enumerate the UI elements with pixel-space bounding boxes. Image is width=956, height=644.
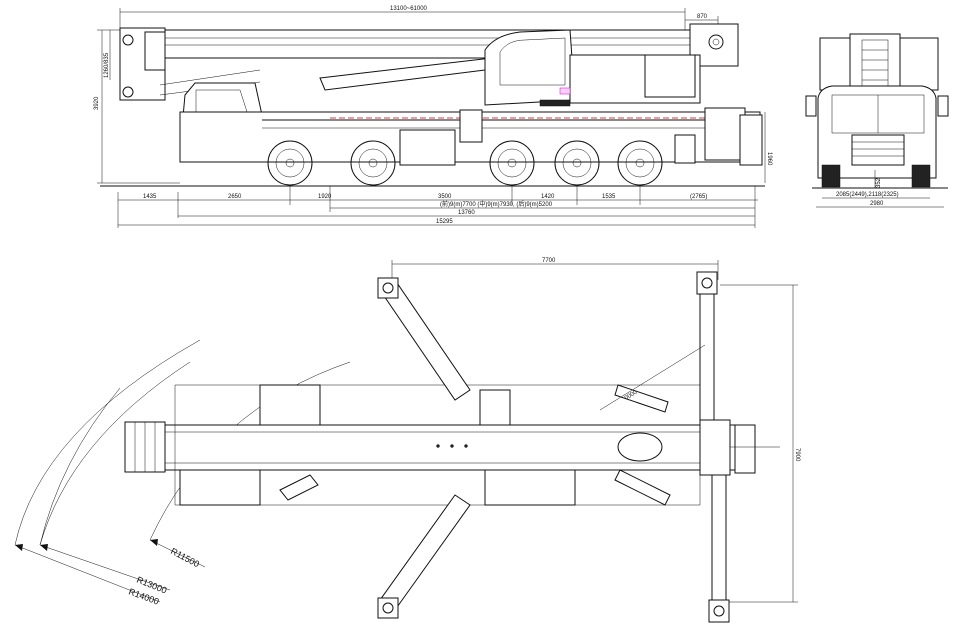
- dim-height-1260: 1260/835: [104, 52, 110, 78]
- front-view: 352 2085(2449),2118(2325) 2980: [805, 33, 949, 208]
- dim-13760: 13760: [458, 210, 475, 216]
- dim-3500: 3500: [438, 194, 452, 200]
- dim-height-1960: 1960: [766, 152, 772, 166]
- top-view: 7700 7900 R11500 R13000 R14000: [14, 258, 800, 623]
- dim-track-width: 2085(2449),2118(2325): [836, 192, 899, 198]
- dim-outrigger-span: 7700: [542, 258, 556, 264]
- dim-tip-870: 870: [697, 14, 708, 20]
- dim-1535: 1535: [602, 194, 616, 200]
- dim-height-3920: 3920: [94, 96, 100, 110]
- side-wheels: [267, 140, 663, 186]
- side-view: 13100~61000 870 3920 1260/835 1960: [94, 6, 772, 228]
- dim-2980: 2980: [870, 201, 884, 207]
- dim-1420: 1420: [541, 194, 555, 200]
- radius-r11500: R11500: [169, 546, 201, 569]
- dim-outrigger-width: 7900: [794, 448, 800, 462]
- dim-1435: 1435: [143, 194, 157, 200]
- dim-352: 352: [876, 177, 882, 188]
- dim-turning-note: (前)9(m)7700 (中)9(m)7930, (后)9(m)5200: [440, 200, 553, 208]
- dim-2650: 2650: [228, 194, 242, 200]
- dim-boom-length: 13100~61000: [390, 6, 428, 12]
- dim-15295: 15295: [436, 219, 453, 225]
- dim-1920: 1920: [318, 194, 332, 200]
- dim-2765: (2765): [690, 194, 707, 200]
